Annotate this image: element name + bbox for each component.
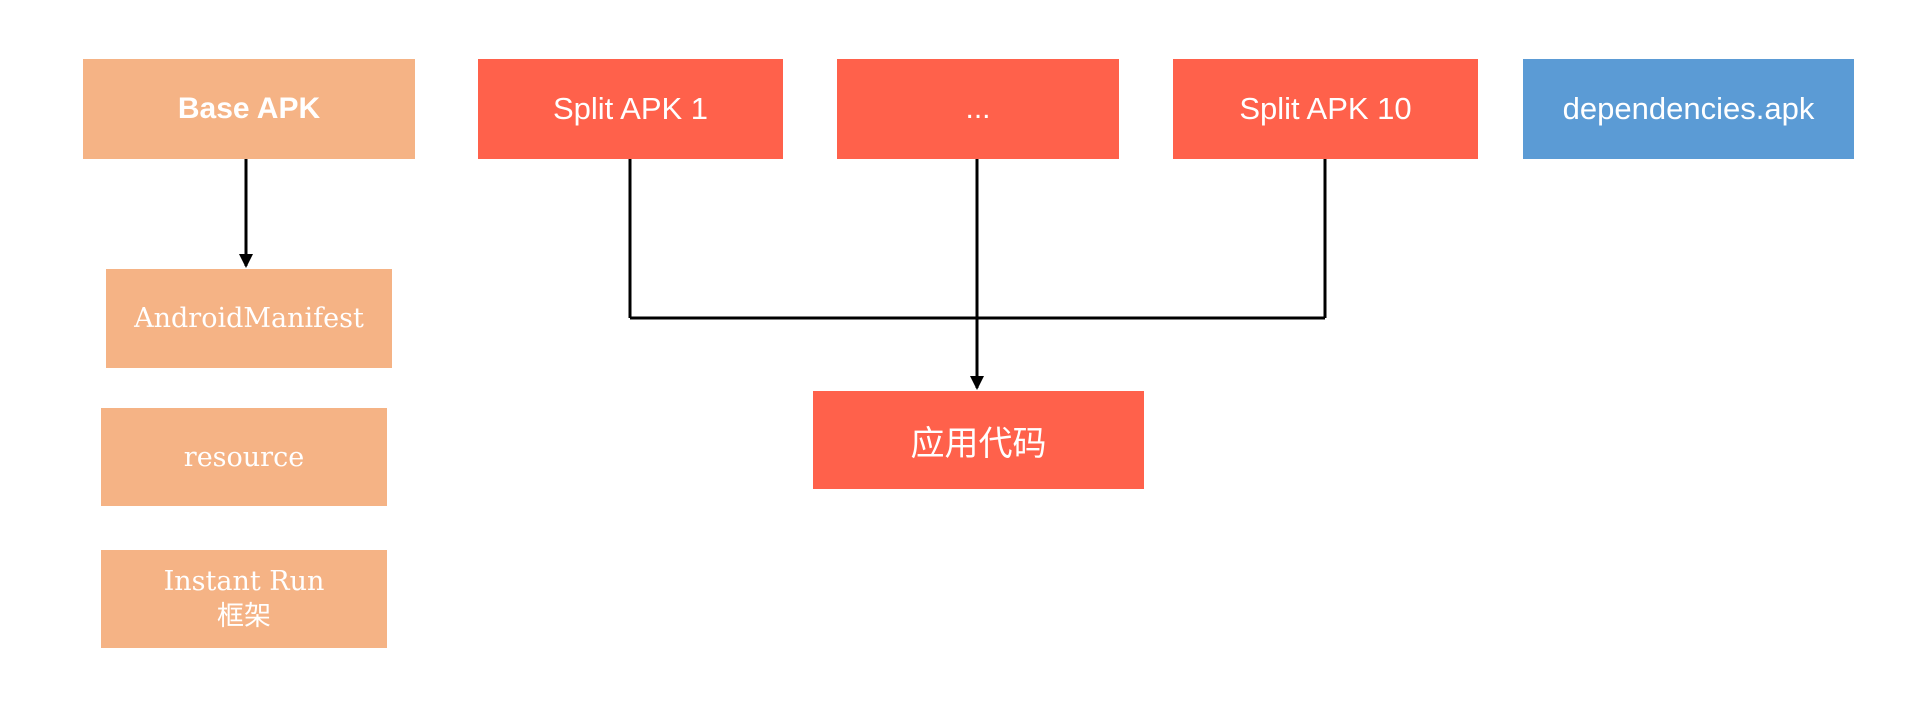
resource-label: resource: [183, 441, 305, 473]
base-apk-box: Base APK: [83, 59, 415, 159]
instant-run-label-line2: 框架: [216, 601, 271, 632]
instant-run-label-line1: Instant Run: [163, 565, 325, 597]
dependencies-apk-label: dependencies.apk: [1562, 91, 1815, 126]
instant-run-box: Instant Run 框架: [101, 550, 387, 648]
ellipsis-box: ...: [837, 59, 1119, 159]
split-apk-10-box: Split APK 10: [1173, 59, 1478, 159]
split-apk-1-box: Split APK 1: [478, 59, 783, 159]
resource-box: resource: [101, 408, 387, 506]
base-apk-label: Base APK: [177, 92, 321, 125]
dependencies-apk-box: dependencies.apk: [1523, 59, 1854, 159]
split-apk-10-label: Split APK 10: [1239, 91, 1412, 126]
android-manifest-label: AndroidManifest: [134, 303, 364, 334]
ellipsis-label: ...: [965, 92, 991, 125]
app-code-label: 应用代码: [910, 423, 1047, 464]
app-code-box: 应用代码: [813, 391, 1144, 489]
android-manifest-box: AndroidManifest: [106, 269, 392, 368]
split-apk-1-label: Split APK 1: [552, 91, 709, 126]
